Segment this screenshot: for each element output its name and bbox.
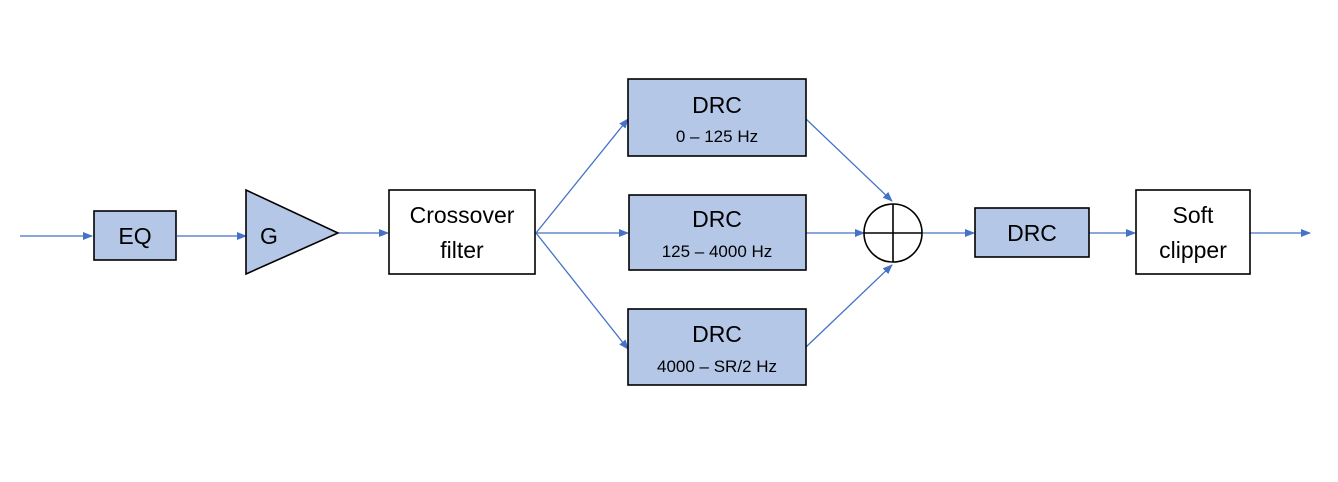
soft-clipper-label-line2: clipper	[1159, 237, 1227, 263]
eq-box	[93, 210, 177, 261]
drc-low-block: DRC 0 – 125 Hz	[627, 78, 807, 157]
crossover-to-drc-low-arrow	[535, 118, 629, 234]
drc-low-to-sum-arrow	[805, 118, 893, 202]
drc-low-band: 0 – 125 Hz	[676, 127, 758, 146]
crossover-to-drc-high-arrow	[535, 232, 629, 350]
drc-low-box	[627, 78, 807, 157]
soft-clipper-box	[1135, 189, 1251, 275]
drc-high-block: DRC 4000 – SR/2 Hz	[627, 308, 807, 386]
drc-mid-label: DRC	[692, 206, 742, 232]
summing-junction	[863, 203, 923, 263]
crossover-label-line2: filter	[440, 237, 484, 263]
crossover-label-line1: Crossover	[410, 202, 515, 228]
drc-mid-box	[628, 194, 807, 271]
gain-triangle	[245, 188, 340, 276]
drc-high-label: DRC	[692, 321, 742, 347]
drc-high-box	[627, 308, 807, 386]
drc-mid-block: DRC 125 – 4000 Hz	[628, 194, 807, 271]
soft-clipper-label-line1: Soft	[1173, 202, 1215, 228]
drc-mid-band: 125 – 4000 Hz	[662, 242, 773, 261]
drc-final-box	[974, 207, 1090, 258]
drc-high-to-sum-arrow	[805, 264, 893, 348]
drc-final-label: DRC	[1007, 220, 1057, 246]
connectors	[20, 118, 1311, 350]
gain-label: G	[260, 223, 278, 249]
drc-low-label: DRC	[692, 92, 742, 118]
soft-clipper-block: Soft clipper	[1135, 189, 1251, 275]
gain-block: G	[245, 188, 340, 276]
crossover-filter-block: Crossover filter	[388, 189, 536, 275]
crossover-box	[388, 189, 536, 275]
eq-label: EQ	[118, 223, 151, 249]
eq-block: EQ	[93, 210, 177, 261]
drc-high-band: 4000 – SR/2 Hz	[657, 357, 777, 376]
drc-final-block: DRC	[974, 207, 1090, 258]
